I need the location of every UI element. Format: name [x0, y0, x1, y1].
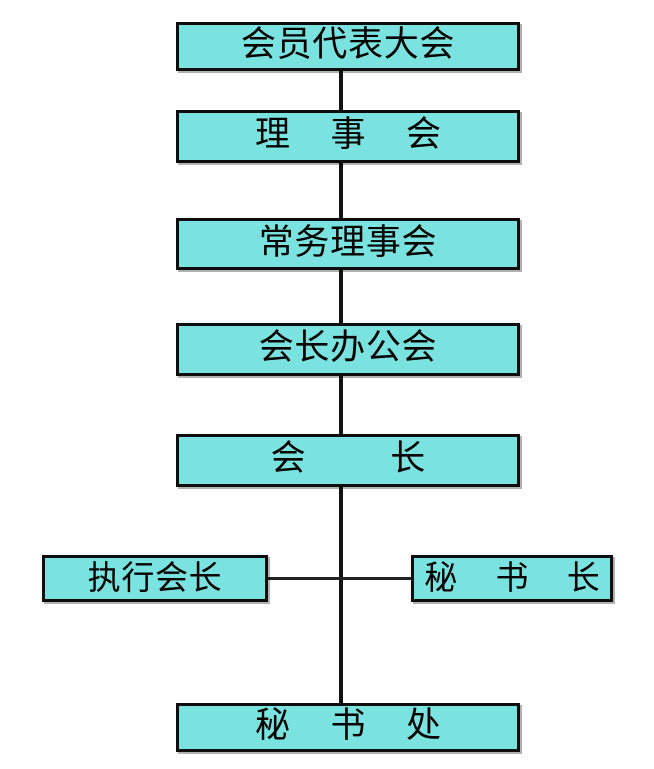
- node-label-executive-president: 执行会长: [87, 558, 223, 597]
- node-standing-council[interactable]: 常务理事会: [176, 218, 520, 270]
- node-secretariat[interactable]: 秘 书 处: [176, 703, 520, 752]
- node-label-standing-council: 常务理事会: [258, 222, 438, 263]
- connector-president-to-secretariat: [339, 486, 343, 704]
- node-council[interactable]: 理 事 会: [176, 110, 520, 163]
- node-label-president-office-meeting: 会长办公会: [258, 328, 438, 368]
- node-president-office-meeting[interactable]: 会长办公会: [176, 323, 520, 376]
- node-label-council: 理 事 会: [254, 115, 456, 155]
- connector-council-to-standing: [339, 162, 343, 219]
- node-secretary-general[interactable]: 秘 书 长: [411, 555, 613, 602]
- node-label-president: 会 长: [270, 439, 463, 479]
- node-label-secretary-general: 秘 书 长: [424, 558, 614, 597]
- connector-assembly-to-council: [339, 70, 343, 111]
- node-president[interactable]: 会 长: [176, 434, 520, 487]
- connector-president-office-to-president: [339, 375, 343, 435]
- node-label-secretariat: 秘 书 处: [254, 706, 456, 746]
- node-executive-president[interactable]: 执行会长: [42, 555, 268, 602]
- connector-executive-to-secretary-general: [268, 577, 411, 580]
- node-members-assembly[interactable]: 会员代表大会: [176, 22, 520, 71]
- connector-standing-to-president-office: [339, 269, 343, 324]
- node-label-members-assembly: 会员代表大会: [240, 25, 456, 65]
